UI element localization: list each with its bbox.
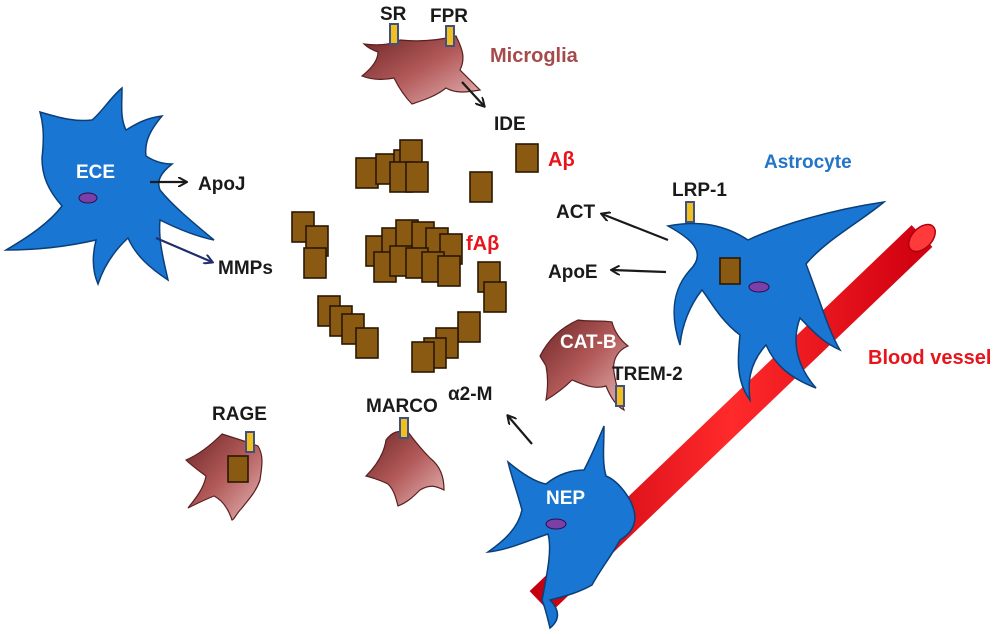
label-catb: CAT-B — [560, 332, 617, 353]
receptor-trem2 — [615, 385, 625, 407]
fibril-block-28 — [457, 311, 481, 343]
label-fabeta: fAβ — [466, 233, 499, 255]
label-abeta: Aβ — [548, 149, 575, 171]
fibril-block-1 — [355, 157, 379, 189]
label-ece: ECE — [76, 162, 115, 183]
receptor-rage — [245, 431, 255, 453]
receptor-sr — [389, 23, 399, 45]
label-ide: IDE — [494, 114, 526, 135]
fibril-block-10 — [303, 247, 327, 279]
label-act: ACT — [556, 202, 595, 223]
label-apoj: ApoJ — [198, 174, 246, 195]
arrow-ece-to-mmps — [155, 236, 212, 262]
fibril-block-31 — [411, 341, 435, 373]
label-mmps: MMPs — [218, 258, 273, 279]
label-apoe: ApoE — [548, 262, 598, 283]
label-marco: MARCO — [366, 396, 438, 417]
label-a2m: α2-M — [448, 384, 492, 405]
fibril-block-23 — [483, 281, 507, 313]
astrocyte-cell — [665, 200, 887, 403]
abeta-in-astrocyte — [719, 257, 741, 285]
fibril-cluster — [291, 139, 507, 373]
catb-microglia-cell — [539, 319, 630, 412]
ece-cell — [3, 86, 215, 287]
marco-microglia-cell — [364, 430, 445, 507]
arrow-astrocyte-to-apoe — [612, 270, 667, 272]
fibril-block-27 — [355, 327, 379, 359]
label-blood-vessel: Blood vessel — [868, 347, 991, 369]
label-sr: SR — [380, 4, 407, 25]
fibril-block-21 — [437, 255, 461, 287]
abeta-monomer — [515, 143, 539, 173]
fibril-block-7 — [469, 171, 493, 203]
label-lrp1: LRP-1 — [672, 180, 727, 201]
label-microglia: Microglia — [490, 45, 579, 67]
abeta-in-rage-cell — [227, 455, 249, 483]
arrow-microglia-to-ide — [461, 81, 484, 106]
receptor-lrp1 — [685, 201, 695, 223]
label-astrocyte: Astrocyte — [764, 152, 852, 173]
receptor-fpr — [445, 25, 455, 47]
arrow-astrocyte-to-act — [602, 214, 669, 242]
label-trem2: TREM-2 — [612, 364, 683, 385]
label-nep: NEP — [546, 488, 585, 509]
label-fpr: FPR — [430, 6, 468, 27]
receptor-marco — [399, 417, 409, 439]
nep-astrocyte-cell — [485, 425, 636, 630]
arrow-nep-to-a2m — [508, 416, 533, 445]
microglia-cell — [360, 35, 482, 105]
fibril-block-6 — [405, 161, 429, 193]
label-rage: RAGE — [212, 404, 267, 425]
